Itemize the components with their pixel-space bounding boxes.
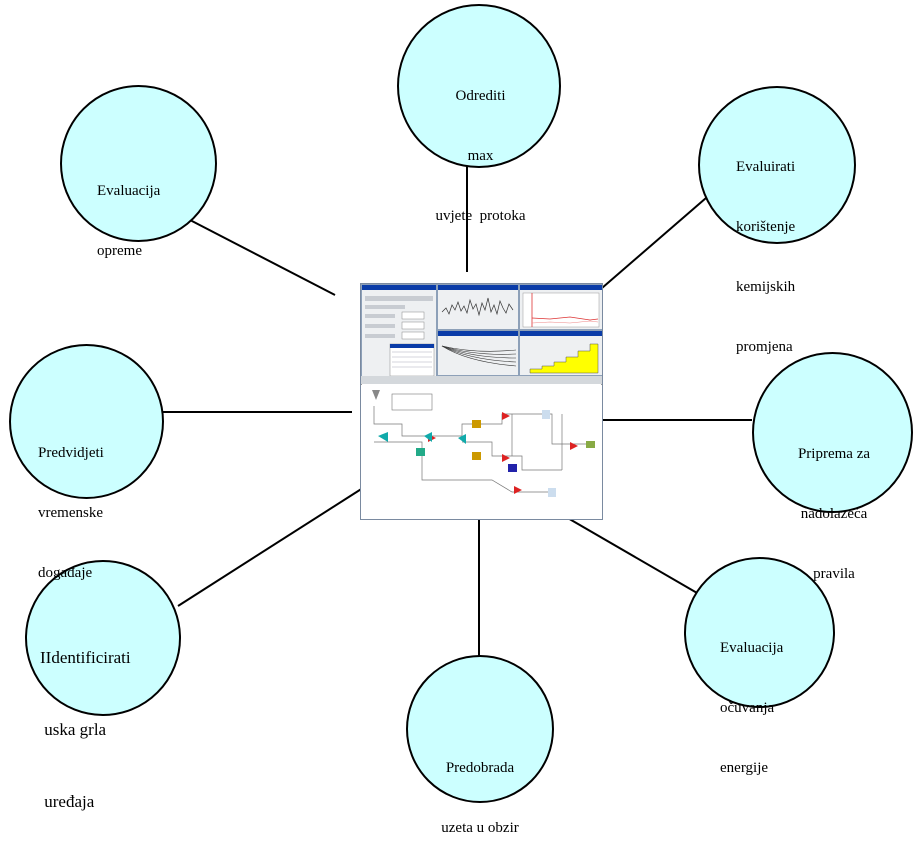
bubble-evaluirati-line-2: korištenje <box>736 219 796 235</box>
bubble-predvidjeti-line-3: događaje <box>38 565 93 581</box>
bubble-odrediti <box>397 4 561 168</box>
bubble-predvidjeti <box>9 344 164 499</box>
bubble-odrediti-text: Odrediti max uvjete protoka <box>423 46 538 246</box>
process-flowsheet <box>362 384 601 518</box>
bubble-evaluirati-text: Evaluirati korištenje kemijskih promjena <box>736 117 795 377</box>
bubble-predobrada-line-1: Predobrada <box>445 760 515 776</box>
bubble-opreme-line-1: Evaluacija <box>97 183 161 199</box>
bubble-predvidjeti-line-1: Predvidjeti <box>38 445 104 461</box>
bubble-ocuvanje-line-1: Evaluacija <box>720 640 784 656</box>
plot-decay-curves <box>441 345 517 367</box>
plot-step-bars <box>529 343 599 374</box>
bubble-identificirati <box>25 560 181 716</box>
bubble-opreme <box>60 85 217 242</box>
bubble-odrediti-line-1: Odrediti <box>455 88 506 104</box>
control-panel-content <box>365 296 435 377</box>
bubble-predobrada <box>406 655 554 803</box>
bubble-evaluirati-line-4: promjena <box>736 339 793 355</box>
plot-trend-lines <box>522 292 600 328</box>
plot-window-1 <box>437 284 519 330</box>
connector-bottom-left <box>177 485 367 607</box>
bubble-ocuvanje <box>684 557 835 708</box>
bubble-ocuvanje-line-3: energije <box>720 760 769 776</box>
bubble-priprema-text: Priprema za nadolazeća pravila <box>780 404 888 604</box>
bubble-predobrada-line-2: uzeta u obzir <box>441 820 519 836</box>
bubble-identificirati-line-3: uređaja <box>40 792 95 811</box>
bubble-predvidjeti-line-2: vremenske <box>38 505 103 521</box>
flowsheet-diagram <box>372 390 595 497</box>
connector-top-left <box>189 219 336 296</box>
plot-noisy-signal <box>441 297 514 317</box>
plot-window-3 <box>437 330 519 376</box>
bubble-evaluirati <box>698 86 856 244</box>
bubble-opreme-line-2: opreme <box>97 243 142 259</box>
plot-window-2 <box>519 284 602 330</box>
bubble-ocuvanje-line-2: očuvanja <box>720 700 775 716</box>
software-screenshot <box>360 283 603 520</box>
bubble-priprema-line-2: nadolazeća <box>800 506 868 522</box>
bubble-evaluirati-line-3: kemijskih <box>736 279 796 295</box>
bubble-odrediti-line-3: uvjete protoka <box>435 208 526 224</box>
bubble-identificirati-line-1: IIdentificirati <box>40 648 131 667</box>
bubble-odrediti-line-2: max <box>467 148 494 164</box>
bubble-predvidjeti-text: Predvidjeti vremenske događaje <box>38 403 104 603</box>
connector-lines <box>160 165 752 664</box>
connector-top-right <box>586 197 707 302</box>
bubble-identificirati-line-2: uska grla <box>40 720 107 739</box>
bubble-ocuvanje-text: Evaluacija očuvanja energije <box>720 598 783 798</box>
connector-bottom-right <box>565 516 705 598</box>
plot-window-4 <box>519 330 602 376</box>
bubble-evaluirati-line-1: Evaluirati <box>736 159 796 175</box>
bubble-identificirati-text: IIdentificirati uska grla uređaja <box>40 598 131 838</box>
bubble-predobrada-text: Predobrada uzeta u obzir <box>414 718 546 858</box>
bubble-priprema <box>752 352 913 513</box>
bubble-opreme-text: Evaluacija opreme <box>97 141 160 281</box>
bubble-priprema-line-1: Priprema za <box>797 446 871 462</box>
control-panel-window <box>361 284 437 380</box>
bubble-priprema-line-3: pravila <box>813 566 855 582</box>
